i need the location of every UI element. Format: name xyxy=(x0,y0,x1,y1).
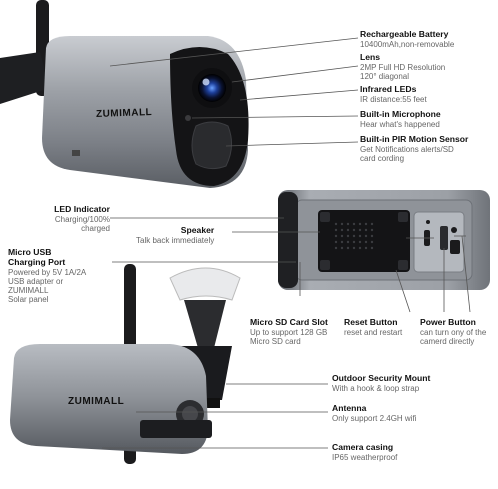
leader-lines xyxy=(102,37,471,449)
callout-title: Micro SD Card Slot xyxy=(250,317,328,327)
lens-icon xyxy=(198,74,226,102)
callout-pir: Built-in PIR Motion Sensor Get Notificat… xyxy=(360,134,469,164)
callout-desc: 10400mAh,non-removable xyxy=(360,39,455,49)
brand-logo-top: ZUMIMALL xyxy=(95,107,153,120)
callout-title: LED Indicator xyxy=(54,204,110,214)
reset-button-icon xyxy=(451,227,457,233)
callout-desc: reset and restart xyxy=(344,327,403,337)
speaker-grille-icon xyxy=(318,210,410,272)
led-indicator-icon xyxy=(426,220,430,224)
callout-antenna: Antenna Only support 2.4GH wifi xyxy=(332,403,417,423)
callout-desc: Powered by 5V 1A/2A USB adapter or ZUMIM… xyxy=(8,267,87,305)
callout-battery: Rechargeable Battery 10400mAh,non-remova… xyxy=(360,29,455,49)
callout-mount: Outdoor Security Mount With a hook & loo… xyxy=(332,373,431,393)
callout-title: Reset Button xyxy=(344,317,398,327)
callout-title: Infrared LEDs xyxy=(360,84,417,94)
callout-casing: Camera casing IP65 weatherproof xyxy=(332,442,398,462)
callout-desc: IR distance:55 feet xyxy=(360,94,427,104)
callout-desc: 2MP Full HD Resolution 120° diagonal xyxy=(360,62,446,82)
front-camera xyxy=(0,0,249,188)
callout-title: Built-in Microphone xyxy=(360,109,441,119)
callout-speaker: Speaker Talk back immediately xyxy=(136,225,215,245)
callout-title: Built-in PIR Motion Sensor xyxy=(360,134,469,144)
callout-title: Rechargeable Battery xyxy=(360,29,449,39)
callout-infrared: Infrared LEDs IR distance:55 feet xyxy=(360,84,427,104)
mount-base-icon xyxy=(169,267,241,301)
callout-desc: With a hook & loop strap xyxy=(332,383,420,393)
callout-title: Speaker xyxy=(180,225,215,235)
callout-sd: Micro SD Card Slot Up to support 128 GB … xyxy=(250,317,328,347)
callout-led: LED Indicator Charging/100% charged xyxy=(14,204,110,234)
callout-title: Outdoor Security Mount xyxy=(332,373,431,383)
power-button-icon xyxy=(450,240,460,254)
sd-slot-icon xyxy=(440,226,448,250)
callout-desc: Hear what's happened xyxy=(360,119,440,129)
camera-back-panel xyxy=(278,190,490,290)
brand-logo-bottom: ZUMIMALL xyxy=(68,396,125,407)
callout-desc: IP65 weatherproof xyxy=(332,452,398,462)
callout-title: Antenna xyxy=(332,403,367,413)
callout-desc: can turn ony of the camerd directly xyxy=(420,327,487,347)
callout-microphone: Built-in Microphone Hear what's happened xyxy=(360,109,441,129)
mount-arm-top xyxy=(0,52,50,104)
camera-with-mount xyxy=(10,264,241,464)
callout-desc: Charging/100% charged xyxy=(54,214,110,234)
callout-title: Lens xyxy=(360,52,381,62)
callout-title: Camera casing xyxy=(332,442,394,452)
callout-desc: Talk back immediately xyxy=(136,235,215,245)
callout-reset: Reset Button reset and restart xyxy=(344,317,403,337)
callout-usb: Micro USB Charging Port Powered by 5V 1A… xyxy=(8,247,87,305)
callout-title: Power Button xyxy=(420,317,476,327)
callout-desc: Get Notifications alerts/SD card cording xyxy=(360,144,454,164)
callout-power: Power Button can turn ony of the camerd … xyxy=(420,317,487,347)
microphone-icon xyxy=(185,115,191,121)
callout-desc: Only support 2.4GH wifi xyxy=(332,413,417,423)
callout-lens: Lens 2MP Full HD Resolution 120° diagona… xyxy=(360,52,446,82)
callout-title: Micro USB Charging Port xyxy=(8,247,66,267)
callout-desc: Up to support 128 GB Micro SD card xyxy=(250,327,328,347)
pir-sensor-icon xyxy=(191,121,232,170)
